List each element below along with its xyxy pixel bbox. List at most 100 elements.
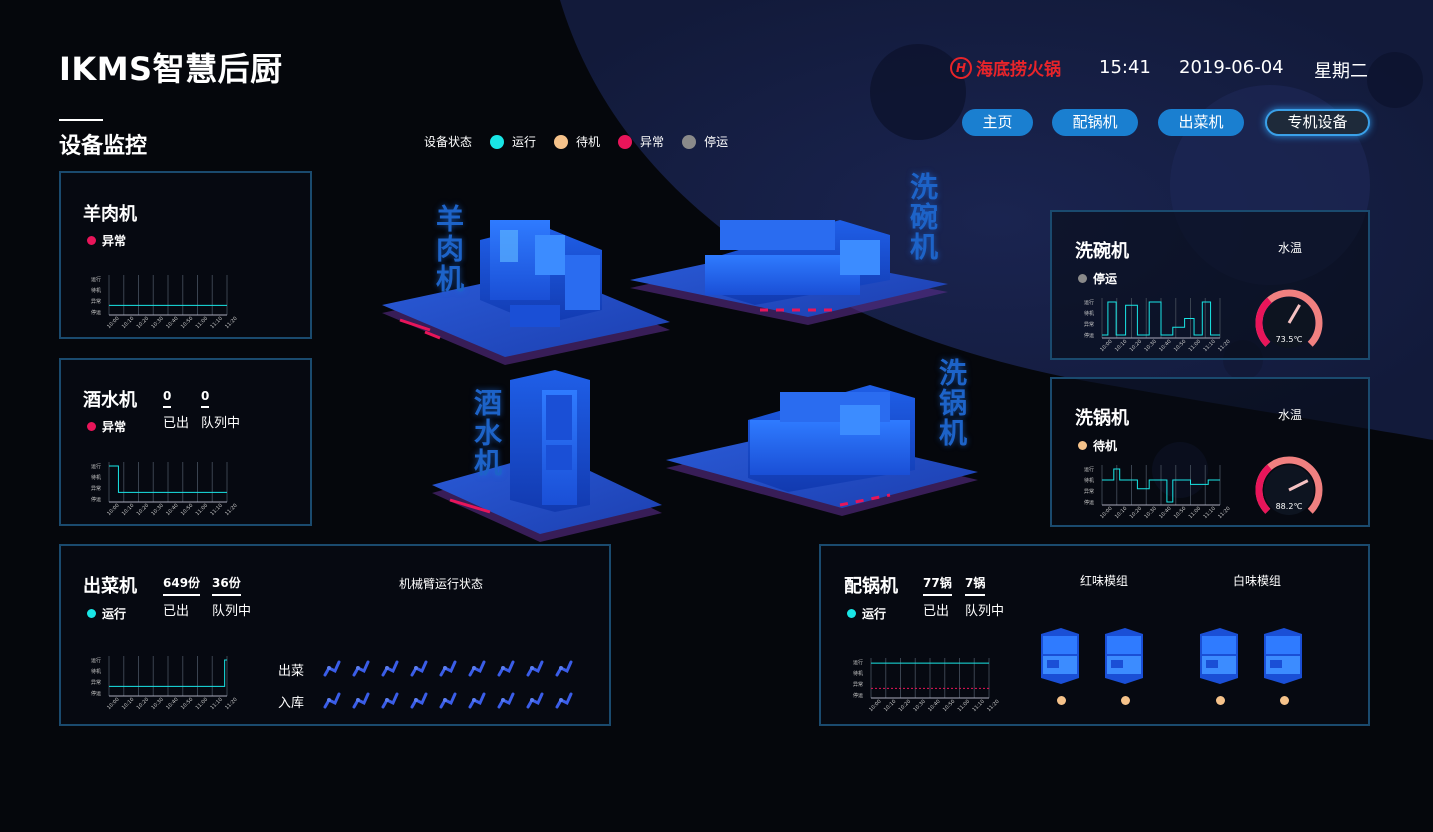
x-tick-label: 10:50 (1173, 339, 1187, 353)
washbowl-machine-model (630, 220, 948, 325)
queue-number: 7锅 (965, 574, 986, 596)
module-status-dot (1121, 696, 1130, 705)
x-tick-label: 10:10 (121, 503, 135, 517)
clock-date: 2019-06-04 (1179, 57, 1284, 78)
white-module-title: 白味模组 (1233, 574, 1282, 588)
arm-row-label-serve: 出菜 (278, 664, 305, 679)
queue-label: 队列中 (965, 604, 1005, 619)
y-tick-label: 运行 (91, 657, 101, 664)
x-tick-label: 11:20 (1217, 339, 1231, 353)
served-label: 已出 (163, 416, 190, 431)
nav-home-button[interactable]: 主页 (962, 109, 1033, 136)
robot-arm-icon (410, 660, 428, 677)
x-tick-label: 10:30 (1143, 506, 1157, 520)
gauge-arc (1255, 297, 1272, 347)
status-badge: 待机 (1078, 437, 1117, 454)
y-tick-label: 运行 (91, 463, 101, 470)
y-tick-label: 运行 (853, 659, 863, 666)
robot-arm-icon (526, 692, 544, 709)
queue-label: 队列中 (212, 604, 252, 619)
arm-row-store (323, 692, 574, 709)
y-tick-label: 停运 (853, 692, 863, 699)
x-tick-label: 10:30 (150, 697, 164, 711)
module-status-dot (1216, 696, 1225, 705)
section-divider (59, 119, 103, 121)
x-tick-label: 10:50 (180, 316, 194, 330)
queue-label: 队列中 (201, 416, 241, 431)
y-tick-label: 待机 (1084, 477, 1094, 484)
nav-pot-machine-button[interactable]: 配锅机 (1052, 109, 1138, 136)
x-tick-label: 11:10 (209, 503, 223, 517)
white-module-unit-1[interactable] (1198, 626, 1240, 686)
x-tick-label: 10:20 (1129, 339, 1143, 353)
x-tick-label: 11:00 (195, 697, 209, 711)
served-count: 77锅 已出 (923, 572, 952, 619)
y-tick-label: 异常 (91, 485, 101, 492)
machine-label-wine: 酒水机 (470, 388, 503, 478)
x-tick-label: 10:20 (1129, 506, 1143, 520)
status-dot (87, 422, 96, 431)
y-tick-label: 待机 (91, 287, 101, 294)
arm-row-serve (323, 660, 574, 677)
red-module-unit-1[interactable] (1039, 626, 1081, 686)
wine-machine-model (432, 370, 662, 542)
robot-arm-icon (352, 660, 370, 677)
x-tick-label: 10:20 (136, 503, 150, 517)
brand-name: 海底捞火锅 (976, 60, 1061, 80)
robot-arm-icon (526, 660, 544, 677)
white-module-unit-2[interactable] (1262, 626, 1304, 686)
status-badge: 停运 (1078, 270, 1117, 287)
legend-dot (682, 134, 697, 149)
x-tick-label: 11:20 (224, 697, 238, 711)
x-tick-label: 10:30 (150, 316, 164, 330)
panel-title: 配锅机 (844, 576, 898, 597)
x-tick-label: 11:20 (224, 503, 238, 517)
x-tick-label: 10:40 (165, 503, 179, 517)
x-tick-label: 11:10 (1202, 506, 1216, 520)
x-tick-label: 10:10 (1114, 339, 1128, 353)
robot-arm-icon (468, 660, 486, 677)
y-tick-label: 运行 (1084, 299, 1094, 306)
module-status-dot (1280, 696, 1289, 705)
x-tick-label: 11:10 (971, 699, 985, 713)
gauge-svg (1255, 289, 1323, 348)
y-tick-label: 待机 (853, 670, 863, 677)
status-dot (1078, 441, 1087, 450)
brand-logo: H 海底捞火锅 (950, 55, 1061, 80)
module-unit-icon (1264, 628, 1302, 684)
nav-dish-machine-button[interactable]: 出菜机 (1158, 109, 1244, 136)
queue-count: 7锅 队列中 (965, 572, 1004, 619)
legend-label: 停运 (704, 135, 729, 149)
x-tick-label: 11:20 (224, 316, 238, 330)
red-module-unit-2[interactable] (1103, 626, 1145, 686)
x-tick-label: 10:20 (898, 699, 912, 713)
x-tick-label: 10:50 (180, 503, 194, 517)
x-tick-label: 11:20 (1217, 506, 1231, 520)
panel-title: 酒水机 (83, 390, 137, 411)
x-tick-label: 10:30 (150, 503, 164, 517)
module-unit-icon (1041, 628, 1079, 684)
x-tick-label: 11:10 (1202, 339, 1216, 353)
x-tick-label: 11:00 (957, 699, 971, 713)
hotpot-logo-icon: H (950, 56, 972, 79)
nav-special-equipment-button[interactable]: 专机设备 (1265, 109, 1370, 136)
y-tick-label: 待机 (91, 668, 101, 675)
robot-arm-icon (323, 660, 341, 677)
x-tick-label: 10:40 (1158, 506, 1172, 520)
x-tick-label: 10:00 (868, 699, 882, 713)
x-tick-label: 10:10 (121, 316, 135, 330)
robot-arm-icon (381, 660, 399, 677)
